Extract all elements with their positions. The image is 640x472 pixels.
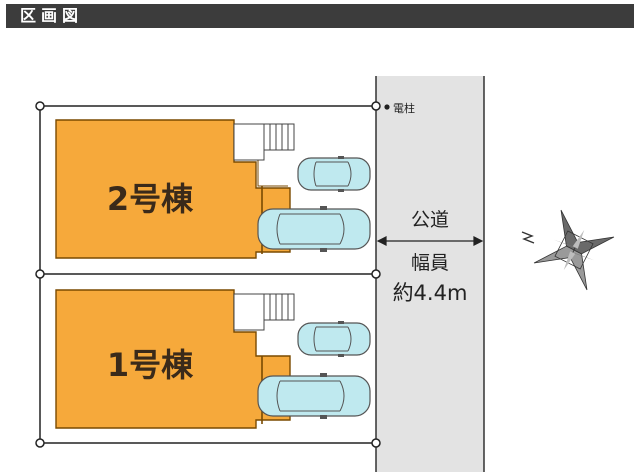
header-bar: 区画図 (6, 4, 634, 28)
car-small-lot-2 (297, 155, 371, 193)
car-large-lot-1 (257, 372, 371, 420)
header-title: 区画図 (20, 6, 84, 25)
utility-pole-marker (384, 104, 390, 110)
car-large-lot-2 (257, 205, 371, 253)
road-width-dimension (376, 236, 484, 246)
north-arrow-icon (521, 231, 535, 244)
boundary-markers (35, 101, 381, 448)
road-width-label: 幅員 (411, 252, 449, 274)
stairs-lot-1 (263, 293, 295, 321)
doorstep-lot-2 (233, 123, 265, 161)
road-width-value: 約4.4m (393, 281, 468, 305)
lot-1-label: 1号棟 (107, 346, 194, 384)
road (376, 76, 484, 472)
utility-pole-label: 電柱 (393, 101, 415, 115)
car-small-lot-1 (297, 320, 371, 358)
compass-icon (533, 209, 615, 291)
doorstep-lot-1 (233, 293, 265, 331)
stairs-lot-2 (263, 123, 295, 151)
road-public-label: 公道 (411, 209, 449, 231)
lot-2-label: 2号棟 (107, 180, 194, 218)
